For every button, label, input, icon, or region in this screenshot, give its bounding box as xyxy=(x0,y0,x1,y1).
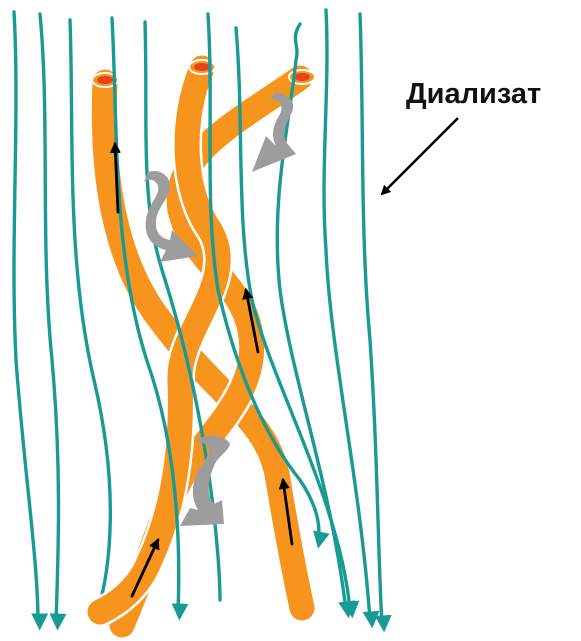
fiber-lumen xyxy=(294,73,310,81)
fiber-lumen xyxy=(194,63,210,71)
fiber-lumen xyxy=(97,76,113,84)
dialysate-pointer-arrow xyxy=(382,118,458,194)
label-pointer xyxy=(382,118,458,194)
dialysate-line xyxy=(14,12,38,622)
dialysate-line xyxy=(360,14,382,624)
dialysate-line xyxy=(40,14,59,622)
